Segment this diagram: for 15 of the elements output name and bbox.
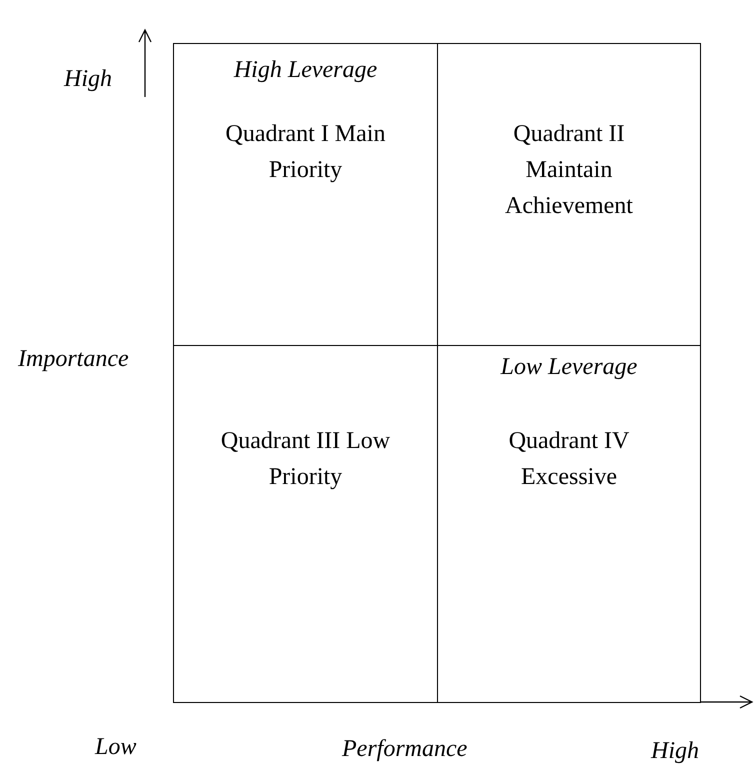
axis-value-label: High [64,65,112,93]
axis-value-label: High [651,737,699,765]
quadrant-label: Quadrant IV Excessive [508,427,630,492]
axis-title: Performance [342,735,468,763]
axis-title: Importance [18,345,129,373]
leverage-heading: Low Leverage [500,353,638,382]
quadrant-box [437,43,701,346]
leverage-heading: High Leverage [234,56,378,85]
quadrant-label: Quadrant II Maintain Achievement [504,120,634,221]
quadrant-box [173,43,438,346]
quadrant-box [173,345,438,703]
quadrant-label: Quadrant I Main Priority [226,120,386,185]
quadrant-box [437,345,701,703]
axis-value-label: Low [95,733,136,761]
quadrant-label: Quadrant III Low Priority [220,427,390,492]
